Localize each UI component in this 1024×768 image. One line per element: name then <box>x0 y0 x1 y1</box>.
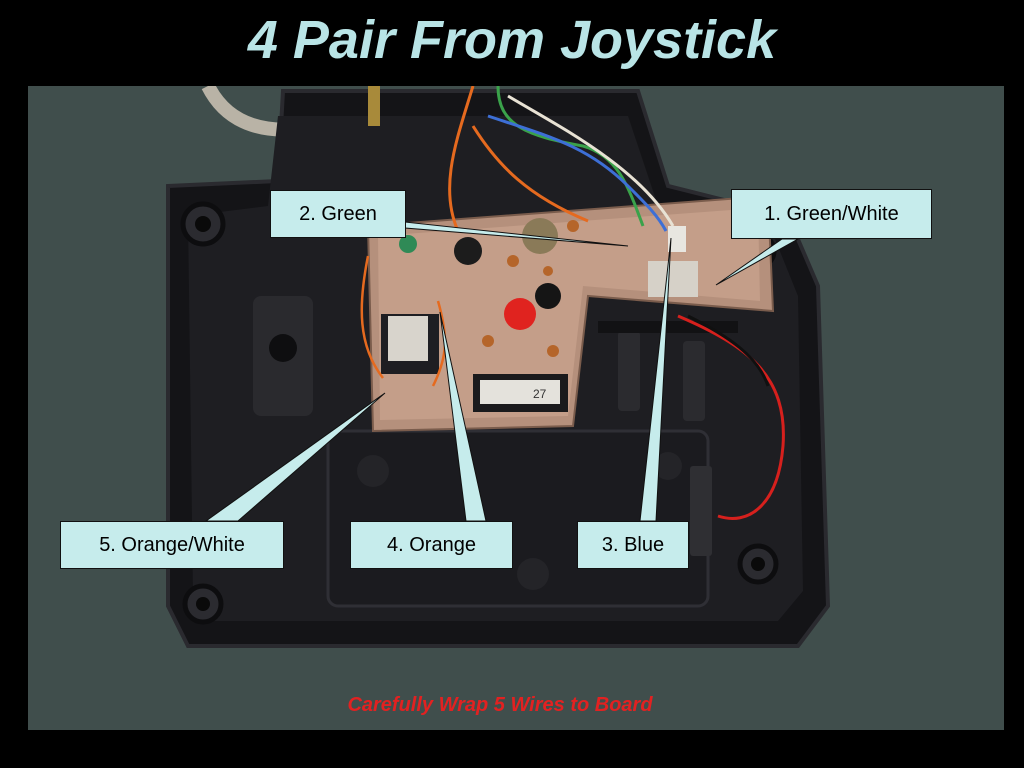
chip-marking: 27 <box>533 387 547 401</box>
slide-title: 4 Pair From Joystick <box>247 10 777 70</box>
label-green-white: 1. Green/White <box>731 189 932 239</box>
label-blue: 3. Blue <box>577 521 689 569</box>
joystick-board-photo: 27 <box>28 86 1004 730</box>
label-orange-white: 5. Orange/White <box>60 521 284 569</box>
label-orange: 4. Orange <box>350 521 513 569</box>
label-green: 2. Green <box>270 190 406 238</box>
slide-caption: Carefully Wrap 5 Wires to Board <box>347 694 653 716</box>
